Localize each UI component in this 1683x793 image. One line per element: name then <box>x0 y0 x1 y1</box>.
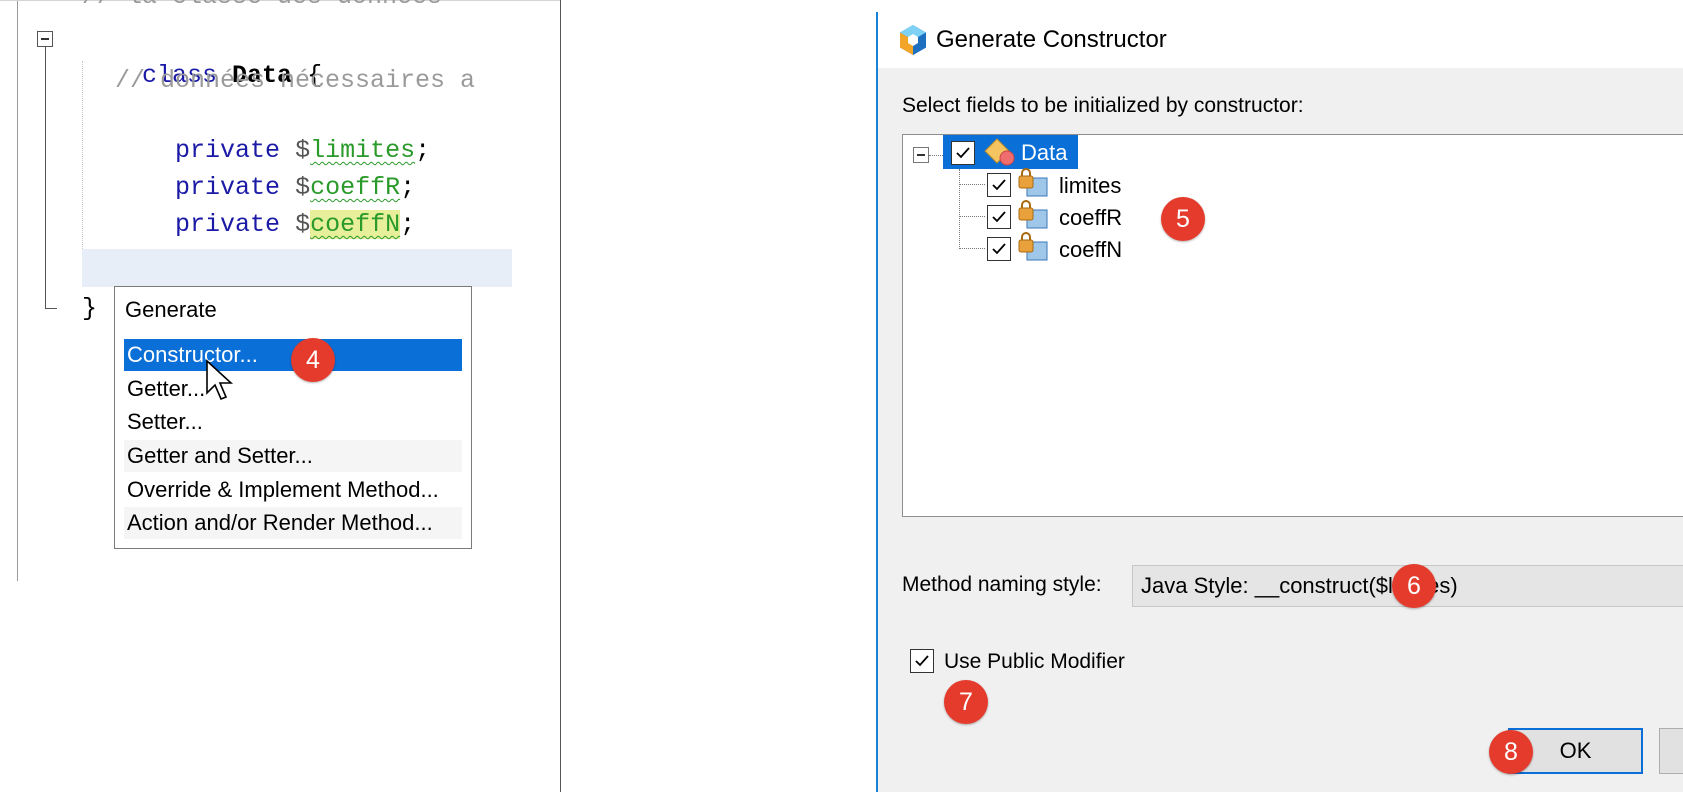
menu-item-getter-setter[interactable]: Getter and Setter... <box>124 440 462 472</box>
field-checkbox-coeffR[interactable] <box>987 205 1011 229</box>
code-editor[interactable]: // la classe des données class Data { //… <box>0 0 560 793</box>
generate-constructor-dialog: Generate Constructor Select fields to be… <box>876 12 1683 792</box>
open-brace: { <box>307 61 323 90</box>
code-line-field[interactable]: private $coeffR; <box>115 140 415 236</box>
step-badge-6: 6 <box>1392 564 1436 608</box>
fold-collapse-icon[interactable] <box>37 31 53 47</box>
dollar-sign: $ <box>295 210 311 239</box>
menu-item-getter[interactable]: Getter... <box>127 376 206 401</box>
close-brace: } <box>82 294 98 323</box>
field-label-limites: limites <box>1059 173 1122 198</box>
cancel-button[interactable] <box>1659 728 1683 774</box>
menu-title: Generate <box>125 297 217 322</box>
current-line-highlight[interactable] <box>82 249 512 287</box>
code-line-field[interactable]: private $limites; <box>115 103 430 199</box>
field-name: limites <box>310 136 416 165</box>
tree-connector <box>959 169 960 249</box>
step-badge-4: 4 <box>291 338 335 382</box>
modifier-keyword: private <box>175 173 281 202</box>
menu-item-setter[interactable]: Setter... <box>127 409 203 434</box>
dialog-titlebar: Generate Constructor <box>878 12 1683 68</box>
field-name: coeffR <box>310 173 401 202</box>
semicolon: ; <box>400 173 416 202</box>
field-checkbox-limites[interactable] <box>987 173 1011 197</box>
code-comment-line: // données nécessaires a <box>115 66 476 95</box>
netbeans-logo-icon <box>900 25 926 55</box>
dollar-sign: $ <box>295 136 311 165</box>
class-name: Data <box>232 61 293 90</box>
mouse-cursor-icon <box>206 359 234 401</box>
private-field-lock-icon <box>1018 232 1048 261</box>
tree-connector <box>959 184 985 185</box>
step-badge-8: 8 <box>1489 730 1533 774</box>
fields-tree[interactable]: Data limites coeffR <box>902 134 1683 517</box>
private-field-lock-icon <box>1018 200 1048 229</box>
editor-gutter-line <box>17 1 18 581</box>
generate-context-menu: Generate Constructor... Getter... Setter… <box>114 286 472 549</box>
dollar-sign: $ <box>295 173 311 202</box>
root-checkbox[interactable] <box>951 141 975 165</box>
field-name: coeffN <box>310 210 401 239</box>
tree-connector <box>929 155 943 156</box>
tree-collapse-icon[interactable] <box>913 147 929 163</box>
fields-prompt: Select fields to be initialized by const… <box>902 94 1304 117</box>
field-checkbox-coeffN[interactable] <box>987 237 1011 261</box>
menu-item-action-render[interactable]: Action and/or Render Method... <box>124 507 462 539</box>
field-label-coeffN: coeffN <box>1059 237 1123 262</box>
dialog-title: Generate Constructor <box>936 26 1167 53</box>
class-icon <box>984 138 1015 166</box>
indent-guide <box>82 61 84 281</box>
panel-separator <box>560 0 561 792</box>
public-modifier-checkbox[interactable] <box>910 649 934 673</box>
semicolon: ; <box>415 136 431 165</box>
tree-connector <box>959 248 985 249</box>
modifier-keyword: private <box>175 210 281 239</box>
private-field-lock-icon <box>1018 168 1048 197</box>
semicolon: ; <box>400 210 416 239</box>
code-comment-top: // la classe des données <box>82 0 442 13</box>
step-badge-7: 7 <box>944 680 988 724</box>
field-label-coeffR: coeffR <box>1059 205 1123 230</box>
tree-root-label: Data <box>1021 140 1068 165</box>
tree-connector <box>959 216 985 217</box>
fold-line <box>45 47 46 309</box>
public-modifier-label: Use Public Modifier <box>944 650 1125 673</box>
fold-end <box>45 308 57 309</box>
step-badge-5: 5 <box>1161 197 1205 241</box>
naming-style-label: Method naming style: <box>902 573 1102 596</box>
modifier-keyword: private <box>175 136 281 165</box>
code-line-class[interactable]: class Data { <box>82 28 322 124</box>
class-keyword: class <box>142 61 218 90</box>
code-line-field[interactable]: private $coeffN; <box>115 177 415 273</box>
menu-item-override-implement[interactable]: Override & Implement Method... <box>127 477 439 502</box>
